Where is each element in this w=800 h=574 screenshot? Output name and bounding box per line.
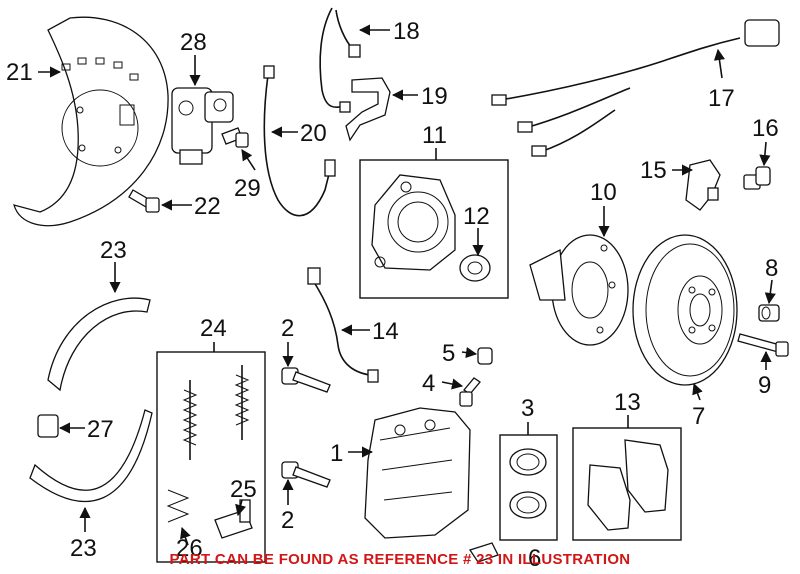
callout-27: 27 [87,416,114,443]
callout-10: 10 [590,179,617,206]
clip-drawing [468,542,499,563]
bracket-19-drawing [345,77,391,142]
callout-2-upper: 2 [281,315,294,342]
brake-shoe-lower-drawing [29,409,153,503]
callout-9: 9 [758,372,771,399]
bolt-22-drawing [128,189,160,213]
caliper-bolt-upper-drawing [281,367,331,393]
callout-23a: 23 [100,237,127,264]
callout-26: 26 [176,535,203,562]
callout-3: 3 [521,395,534,422]
callout-4: 4 [422,370,435,397]
callout-13: 13 [614,389,641,416]
callout-20: 20 [300,120,327,147]
hardware-kit-box [156,351,266,563]
callout-28: 28 [180,29,207,56]
callout-21: 21 [6,59,33,86]
callout-16: 16 [752,115,779,142]
actuator-drawing [171,87,234,165]
callout-23b: 23 [70,535,97,562]
callout-7: 7 [692,403,705,430]
brake-rotor-drawing [632,234,738,386]
bolt-29-drawing [221,127,249,148]
bleeder-screw-drawing [459,377,481,407]
callout-6: 6 [528,545,541,572]
caliper-bolt-lower-drawing [281,461,331,488]
brake-hose-20-drawing [263,65,336,217]
brake-pad-box [572,427,682,541]
brake-hose-18-drawing [319,7,361,113]
callout-2-lower: 2 [281,507,294,534]
caliper-housing-drawing [371,174,456,271]
callout-1: 1 [330,440,343,467]
bolt-16-drawing [743,166,771,190]
callout-29: 29 [234,175,261,202]
adjuster-drawing [37,414,59,438]
wear-sensor-14-drawing [307,267,379,383]
callout-25: 25 [230,476,257,503]
splash-shield-drawing [13,16,169,227]
callout-14: 14 [372,318,399,345]
brake-shoe-upper-drawing [47,297,151,392]
guide-pin-drawing [737,333,789,357]
caliper-housing-box [359,159,509,299]
callout-24: 24 [200,315,227,342]
callout-8: 8 [765,255,778,282]
bushing-drawing [758,304,780,322]
wheel-hub-drawing [529,234,629,346]
sensor-harness-17-drawing [491,19,780,157]
callout-numbers: 21 28 29 22 20 18 19 17 16 15 11 12 10 8… [6,18,779,572]
speed-sensor-drawing [685,159,721,211]
seal-kit-box [499,434,558,541]
callout-22: 22 [194,193,221,220]
callout-18: 18 [393,18,420,45]
callout-12: 12 [463,203,490,230]
brake-caliper-drawing [364,407,471,539]
callout-5: 5 [442,340,455,367]
callout-17: 17 [708,85,735,112]
reference-note: PART CAN BE FOUND AS REFERENCE # 23 IN I… [169,551,631,568]
callout-11: 11 [422,122,447,149]
leader-lines [38,24,776,546]
callout-15: 15 [640,157,667,184]
callout-19: 19 [421,83,448,110]
piston-drawing [459,254,491,282]
bleeder-cap-drawing [477,347,493,365]
